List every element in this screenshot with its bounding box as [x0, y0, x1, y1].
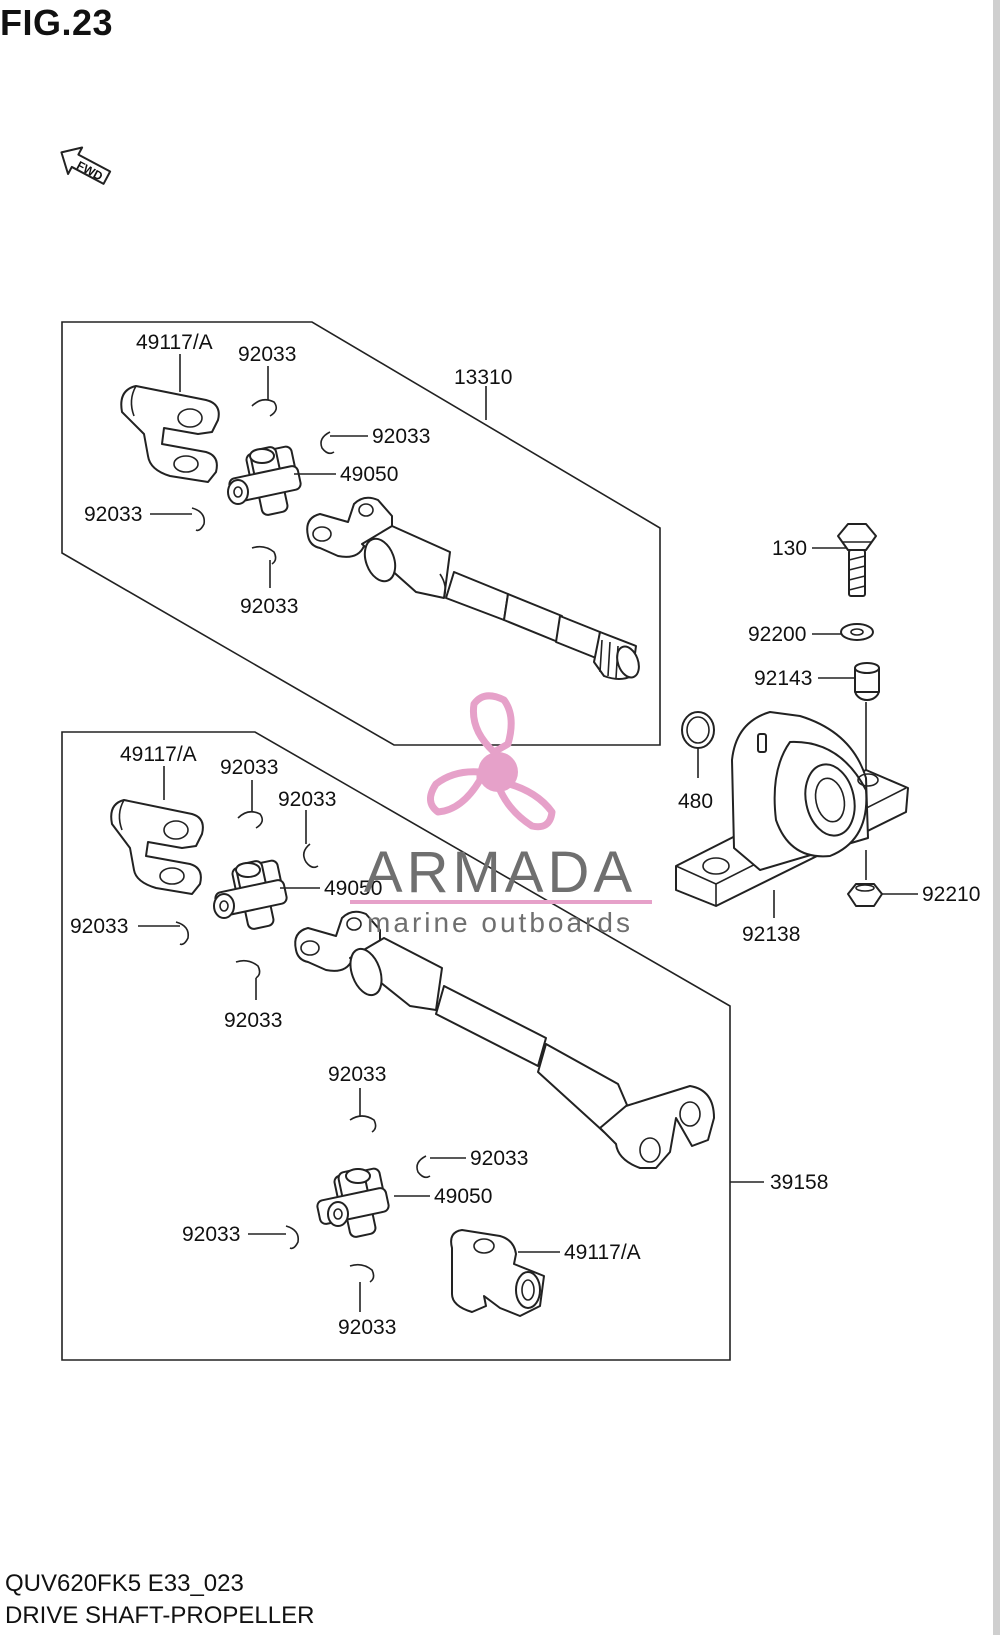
callout-92138: 92138 — [742, 923, 800, 946]
lower-circlip-7 — [285, 1225, 300, 1250]
callout-92033-upper-a: 92033 — [238, 343, 296, 366]
lower-universal-joint-1 — [213, 859, 288, 930]
lower-circlip-3 — [175, 921, 190, 946]
callout-92033-upper-d: 92033 — [240, 595, 298, 618]
upper-circlip-1 — [251, 398, 278, 417]
forward-arrow-icon: FWD — [60, 146, 112, 185]
callout-92200: 92200 — [748, 623, 806, 646]
upper-universal-joint — [227, 445, 302, 516]
footer-model-code: QUV620FK5 E33_023 — [5, 1570, 244, 1597]
watermark-tagline: marine outboards — [367, 907, 633, 938]
lower-circlip-4 — [235, 959, 261, 979]
callout-130: 130 — [772, 537, 807, 560]
callout-92033-upper-b: 92033 — [372, 425, 430, 448]
callout-49117a-lower-right: 49117/A — [564, 1241, 641, 1264]
lower-circlip-6 — [416, 1155, 431, 1179]
upper-circlip-2 — [320, 431, 335, 455]
callout-92033-lower-f: 92033 — [470, 1147, 528, 1170]
figure-title: FIG.23 — [0, 2, 114, 43]
callout-92033-lower-g: 92033 — [182, 1223, 240, 1246]
footer-section-name: DRIVE SHAFT-PROPELLER — [5, 1602, 315, 1629]
right-edge-strip — [993, 0, 1000, 1635]
callout-92033-lower-d: 92033 — [224, 1009, 282, 1032]
callout-49050-lower-a: 49050 — [324, 877, 382, 900]
callout-39158: 39158 — [770, 1171, 828, 1194]
watermark-brand: ARMADA — [364, 840, 636, 905]
washer — [840, 623, 874, 641]
upper-yoke — [120, 385, 220, 483]
lower-circlip-1 — [237, 810, 264, 829]
upper-circlip-4 — [251, 545, 277, 565]
callout-92033-lower-e: 92033 — [328, 1063, 386, 1086]
callout-92143: 92143 — [754, 667, 812, 690]
callout-92033-lower-a: 92033 — [220, 756, 278, 779]
upper-assembly-frame — [61, 321, 661, 746]
callout-480: 480 — [678, 790, 713, 813]
callout-49117a-lower-left: 49117/A — [120, 743, 197, 766]
callout-92210: 92210 — [922, 883, 980, 906]
callout-92033-lower-b: 92033 — [278, 788, 336, 811]
collar — [854, 662, 880, 701]
lower-circlip-8 — [349, 1263, 375, 1283]
lower-assembly-frame — [61, 731, 731, 1361]
snap-ring — [681, 711, 715, 749]
callout-labels: 49117/A 92033 13310 92033 49050 92033 92… — [70, 331, 980, 1339]
bolt — [837, 523, 877, 597]
propeller-logo-icon — [427, 692, 556, 831]
callout-49117a-upper: 49117/A — [136, 331, 213, 354]
nut — [847, 883, 883, 907]
leader-lines — [138, 354, 918, 1312]
lower-splined-yoke — [450, 1229, 545, 1317]
callout-92033-upper-c: 92033 — [84, 503, 142, 526]
upper-drive-shaft — [306, 496, 640, 680]
callout-92033-lower-c: 92033 — [70, 915, 128, 938]
lower-left-yoke — [110, 799, 204, 895]
lower-universal-joint-2 — [316, 1167, 390, 1238]
callout-49050-lower-b: 49050 — [434, 1185, 492, 1208]
lower-propeller-shaft — [294, 910, 715, 1169]
callout-92033-lower-h: 92033 — [338, 1316, 396, 1339]
callout-49050-upper: 49050 — [340, 463, 398, 486]
bearing-housing — [675, 711, 909, 907]
lower-circlip-5 — [349, 1115, 377, 1133]
upper-circlip-3 — [191, 507, 206, 532]
lower-circlip-2 — [302, 843, 319, 869]
watermark: ARMADA marine outboards — [350, 692, 652, 938]
callout-13310: 13310 — [454, 366, 512, 389]
